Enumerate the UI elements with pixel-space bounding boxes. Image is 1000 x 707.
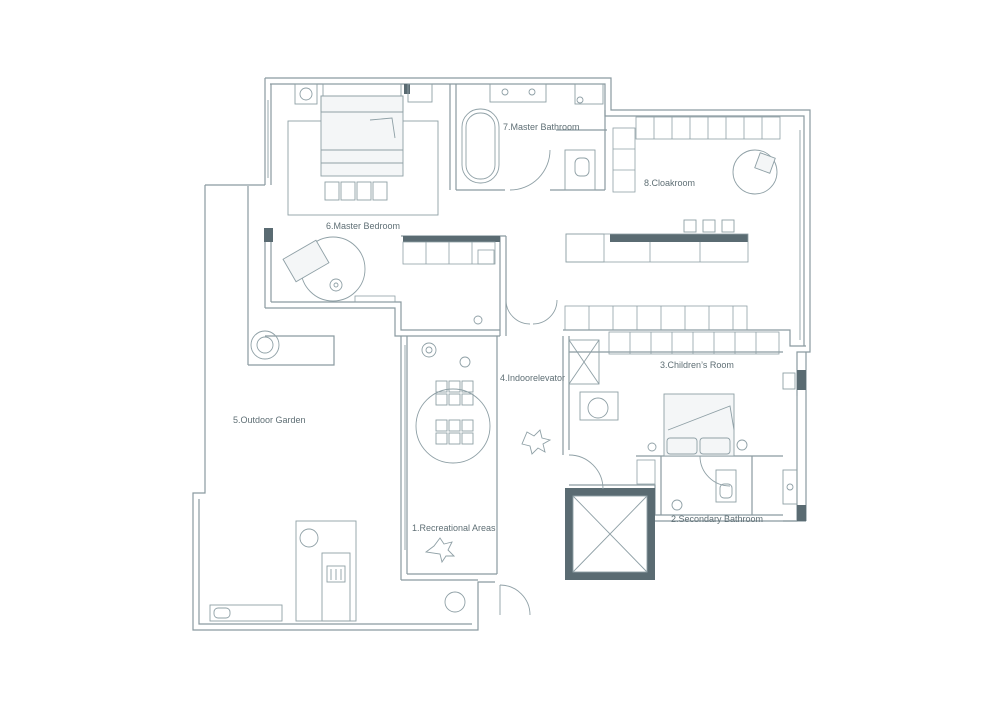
label-recreational-areas: 1.Recreational Areas xyxy=(412,523,496,533)
label-master-bedroom: 6.Master Bedroom xyxy=(326,221,400,231)
label-secondary-bathroom: 2.Secondary Bathroom xyxy=(671,514,763,524)
label-outdoor-garden: 5.Outdoor Garden xyxy=(233,415,306,425)
label-master-bathroom: 7.Master Bathroom xyxy=(503,122,580,132)
corridor-fixtures xyxy=(444,299,558,616)
label-cloakroom: 8.Cloakroom xyxy=(644,178,695,188)
recreational-furniture xyxy=(415,342,491,564)
secondary-bathroom-fixtures xyxy=(671,372,798,511)
label-childrens-room: 3.Children’s Room xyxy=(660,360,734,370)
structural-columns xyxy=(264,84,806,580)
bedroom-cabinet xyxy=(402,241,496,325)
garden-furniture xyxy=(209,330,357,622)
room-labels: 1.Recreational Areas 2.Secondary Bathroo… xyxy=(233,122,763,533)
elevator-shaft xyxy=(568,339,648,573)
master-bathroom-fixtures xyxy=(461,83,604,191)
label-indoor-elevator: 4.Indoorelevator xyxy=(500,373,565,383)
interior-walls xyxy=(264,84,806,581)
master-bedroom-furniture xyxy=(282,83,439,303)
children-room-furniture xyxy=(568,331,780,490)
cloakroom-furniture xyxy=(564,116,781,331)
